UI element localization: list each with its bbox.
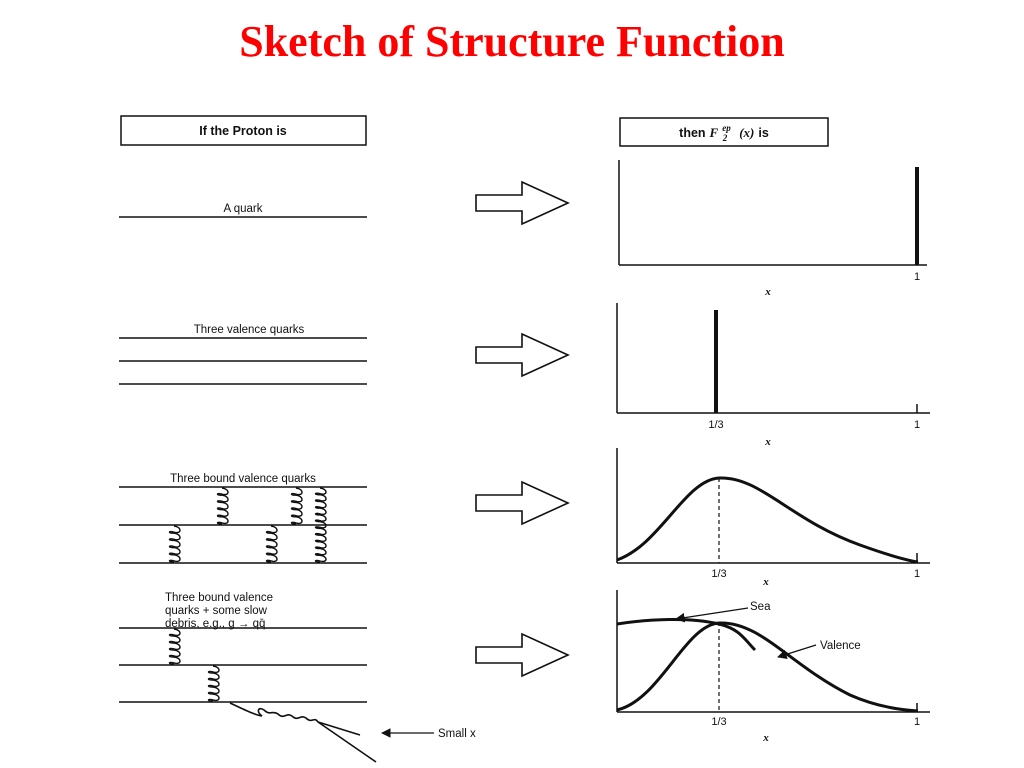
valence-pointer-icon <box>777 644 817 659</box>
right-header-argument: (x) <box>739 125 754 140</box>
x-axis-label: x <box>764 436 771 448</box>
x-tick-label: 1 <box>914 716 920 728</box>
right-arrow-icon <box>475 632 570 678</box>
valence-label: Valence <box>820 640 861 652</box>
left-header-text: If the Proton is <box>199 124 287 138</box>
proton-label-4-line-3: debris, e.g., g → qq̄ <box>165 618 265 630</box>
sea-label: Sea <box>750 601 771 613</box>
gluon-coil-icon <box>314 487 327 563</box>
x-tick-label: 1/3 <box>711 568 726 580</box>
valence-curve <box>616 621 919 713</box>
x-tick-label: 1 <box>914 419 920 431</box>
row-3: Three bound valence quarks 1/3 1 x <box>119 448 930 588</box>
proton-label-4-line-2: quarks + some slow <box>165 605 268 617</box>
left-header-box <box>120 115 367 146</box>
x-axis-label: x <box>762 576 769 588</box>
debris-quark-line <box>317 721 377 763</box>
right-header-prefix: then <box>679 126 705 140</box>
small-x-label: Small x <box>438 728 476 740</box>
right-arrow-icon <box>475 180 570 226</box>
row-2: Three valence quarks 1/3 1 x <box>119 303 930 448</box>
gluon-coil-icon <box>168 525 181 563</box>
gluon-coil-icon <box>265 525 278 563</box>
gluon-coil-icon <box>168 628 181 665</box>
right-arrow-icon <box>475 480 570 526</box>
right-header-superscript: ep <box>722 123 731 133</box>
x-axis-label: x <box>762 732 769 744</box>
gluon-coil-shape <box>168 525 181 563</box>
right-header-text: then F ep 2 (x) is <box>679 118 769 145</box>
gluon-to-quark-pair-icon <box>229 702 319 723</box>
right-arrow-icon <box>475 332 570 378</box>
right-arrow-shape <box>475 180 570 226</box>
right-header: then F ep 2 (x) is <box>619 117 829 147</box>
right-arrow-shape <box>475 332 570 378</box>
x-axis-label: x <box>764 286 771 298</box>
gluon-coil-icon <box>290 487 303 525</box>
valence-curve <box>616 476 919 564</box>
proton-label-1: A quark <box>224 203 263 215</box>
gluon-coil-icon <box>216 487 229 525</box>
right-arrow-shape <box>475 632 570 678</box>
gluon-coil-shape <box>265 525 278 563</box>
x-tick-label: 1 <box>914 271 920 283</box>
gluon-coil-shape <box>290 487 303 525</box>
proton-label-2: Three valence quarks <box>194 324 305 336</box>
gluon-coil-icon <box>207 665 220 702</box>
left-header: If the Proton is <box>120 115 367 146</box>
sea-pointer-icon <box>675 607 749 623</box>
gluon-coil-shape <box>207 665 220 702</box>
row-4: Three bound valence quarks + some slow d… <box>119 590 930 763</box>
x-tick-label: 1/3 <box>711 716 726 728</box>
right-header-box <box>619 117 829 147</box>
right-header-subscript: 2 <box>722 133 728 143</box>
proton-label-3: Three bound valence quarks <box>170 473 316 485</box>
row-1: A quark 1 x <box>119 160 927 298</box>
gluon-coil-shape <box>216 487 229 525</box>
slide-title: Sketch of Structure Function <box>239 17 785 66</box>
gluon-coil-shape <box>168 628 181 665</box>
right-header-function: F <box>709 125 719 140</box>
right-arrow-shape <box>475 480 570 526</box>
proton-label-4-line-1: Three bound valence <box>165 592 273 604</box>
x-tick-label: 1 <box>914 568 920 580</box>
x-tick-label: 1/3 <box>708 419 723 431</box>
debris-antiquark-line <box>317 721 361 736</box>
gluon-coil-shape <box>314 487 327 563</box>
right-header-suffix: is <box>758 126 768 140</box>
